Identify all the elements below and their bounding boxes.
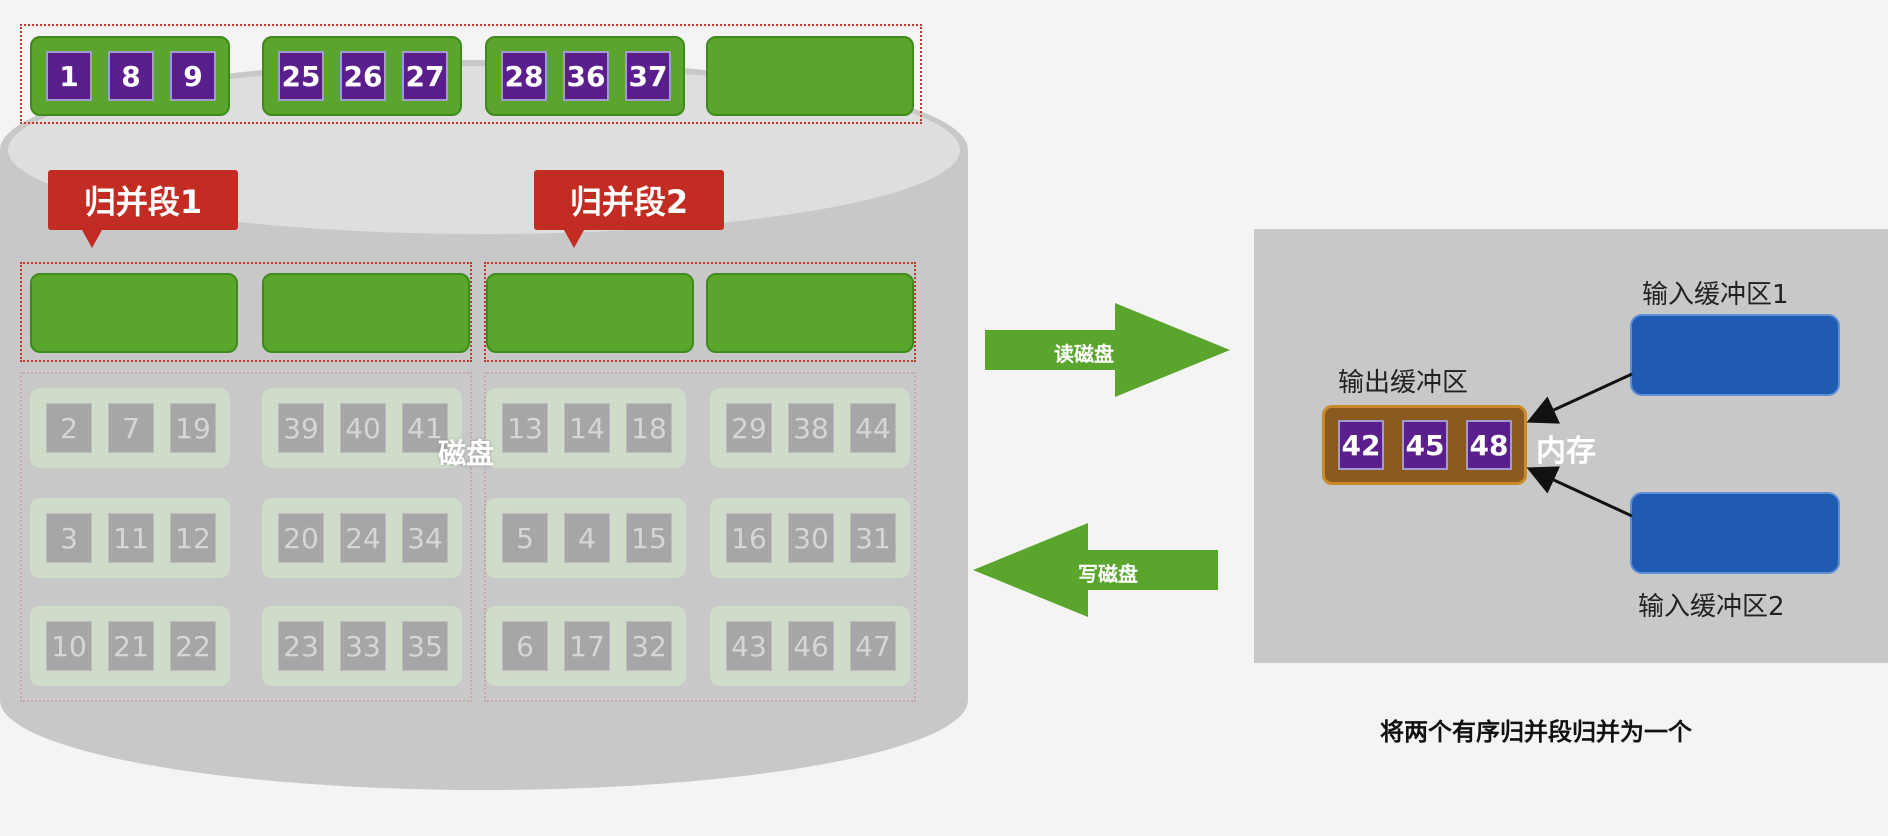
faded-cell: 46 xyxy=(788,621,834,671)
write-disk-label: 写磁盘 xyxy=(1078,562,1138,586)
faded-cell: 15 xyxy=(626,513,672,563)
input2-to-output-arrow xyxy=(1526,466,1633,518)
faded-cell: 19 xyxy=(170,403,216,453)
block-2-cell: 26 xyxy=(340,51,386,101)
segment2-callout: 归并段2 xyxy=(534,170,724,248)
output-buffer-label: 输出缓冲区 xyxy=(1338,368,1469,398)
faded-cell: 16 xyxy=(726,513,772,563)
faded-cell: 39 xyxy=(278,403,324,453)
input-buffer-2 xyxy=(1630,492,1840,574)
faded-cell: 6 xyxy=(502,621,548,671)
top-row-frame xyxy=(20,24,922,124)
faded-cell: 17 xyxy=(564,621,610,671)
faded-cell: 13 xyxy=(502,403,548,453)
faded-cell: 7 xyxy=(108,403,154,453)
input1-to-output-arrow xyxy=(1526,372,1633,424)
segment1-frame xyxy=(20,262,472,362)
memory-label: 内存 xyxy=(1536,434,1596,469)
output-buffer-cell: 48 xyxy=(1466,420,1512,470)
segment1-block-b xyxy=(262,273,470,353)
faded-cell: 2 xyxy=(46,403,92,453)
block-3-cell: 37 xyxy=(625,51,671,101)
segment2-block-b xyxy=(706,273,914,353)
faded-cell: 44 xyxy=(850,403,896,453)
block-4-empty xyxy=(706,36,914,116)
faded-cell: 12 xyxy=(170,513,216,563)
segment1-block-a xyxy=(30,273,238,353)
faded-cell: 33 xyxy=(340,621,386,671)
block-2-cell: 27 xyxy=(402,51,448,101)
output-buffer-cell: 45 xyxy=(1402,420,1448,470)
block-2-cell: 25 xyxy=(278,51,324,101)
faded-cell: 47 xyxy=(850,621,896,671)
input-buffer-1 xyxy=(1630,314,1840,396)
segment2-frame xyxy=(484,262,916,362)
input-buffer1-label: 输入缓冲区1 xyxy=(1642,280,1789,310)
block-1-cell: 8 xyxy=(108,51,154,101)
block-3-cell: 36 xyxy=(563,51,609,101)
block-1-cell: 1 xyxy=(46,51,92,101)
faded-cell: 14 xyxy=(564,403,610,453)
faded-cell: 24 xyxy=(340,513,386,563)
write-disk-arrow xyxy=(973,523,1218,617)
faded-cell: 3 xyxy=(46,513,92,563)
faded-cell: 32 xyxy=(626,621,672,671)
write-arrow-shape xyxy=(973,523,1218,617)
faded-cell: 38 xyxy=(788,403,834,453)
faded-cell: 29 xyxy=(726,403,772,453)
block-3-cell: 28 xyxy=(501,51,547,101)
faded-cell: 22 xyxy=(170,621,216,671)
faded-cell: 41 xyxy=(402,403,448,453)
faded-cell: 5 xyxy=(502,513,548,563)
caption: 将两个有序归并段归并为一个 xyxy=(1380,718,1692,746)
faded-cell: 30 xyxy=(788,513,834,563)
disk-label: 磁盘 xyxy=(438,437,495,470)
faded-cell: 20 xyxy=(278,513,324,563)
read-disk-label: 读磁盘 xyxy=(1054,342,1114,366)
input-buffer2-label: 输入缓冲区2 xyxy=(1638,592,1785,622)
faded-cell: 43 xyxy=(726,621,772,671)
faded-cell: 40 xyxy=(340,403,386,453)
faded-cell: 10 xyxy=(46,621,92,671)
segment2-faded-frame xyxy=(484,372,916,702)
faded-cell: 35 xyxy=(402,621,448,671)
faded-cell: 31 xyxy=(850,513,896,563)
faded-cell: 4 xyxy=(564,513,610,563)
faded-cell: 18 xyxy=(626,403,672,453)
segment2-block-a xyxy=(486,273,694,353)
faded-cell: 23 xyxy=(278,621,324,671)
buffer-connector-arrows xyxy=(1526,372,1633,518)
read-arrow-shape xyxy=(985,303,1230,397)
output-buffer-cell: 42 xyxy=(1338,420,1384,470)
faded-cell: 11 xyxy=(108,513,154,563)
faded-cell: 21 xyxy=(108,621,154,671)
block-1-cell: 9 xyxy=(170,51,216,101)
read-disk-arrow xyxy=(985,303,1230,397)
faded-cell: 34 xyxy=(402,513,448,563)
segment1-callout: 归并段1 xyxy=(48,170,238,248)
segment1-faded-frame xyxy=(20,372,472,702)
